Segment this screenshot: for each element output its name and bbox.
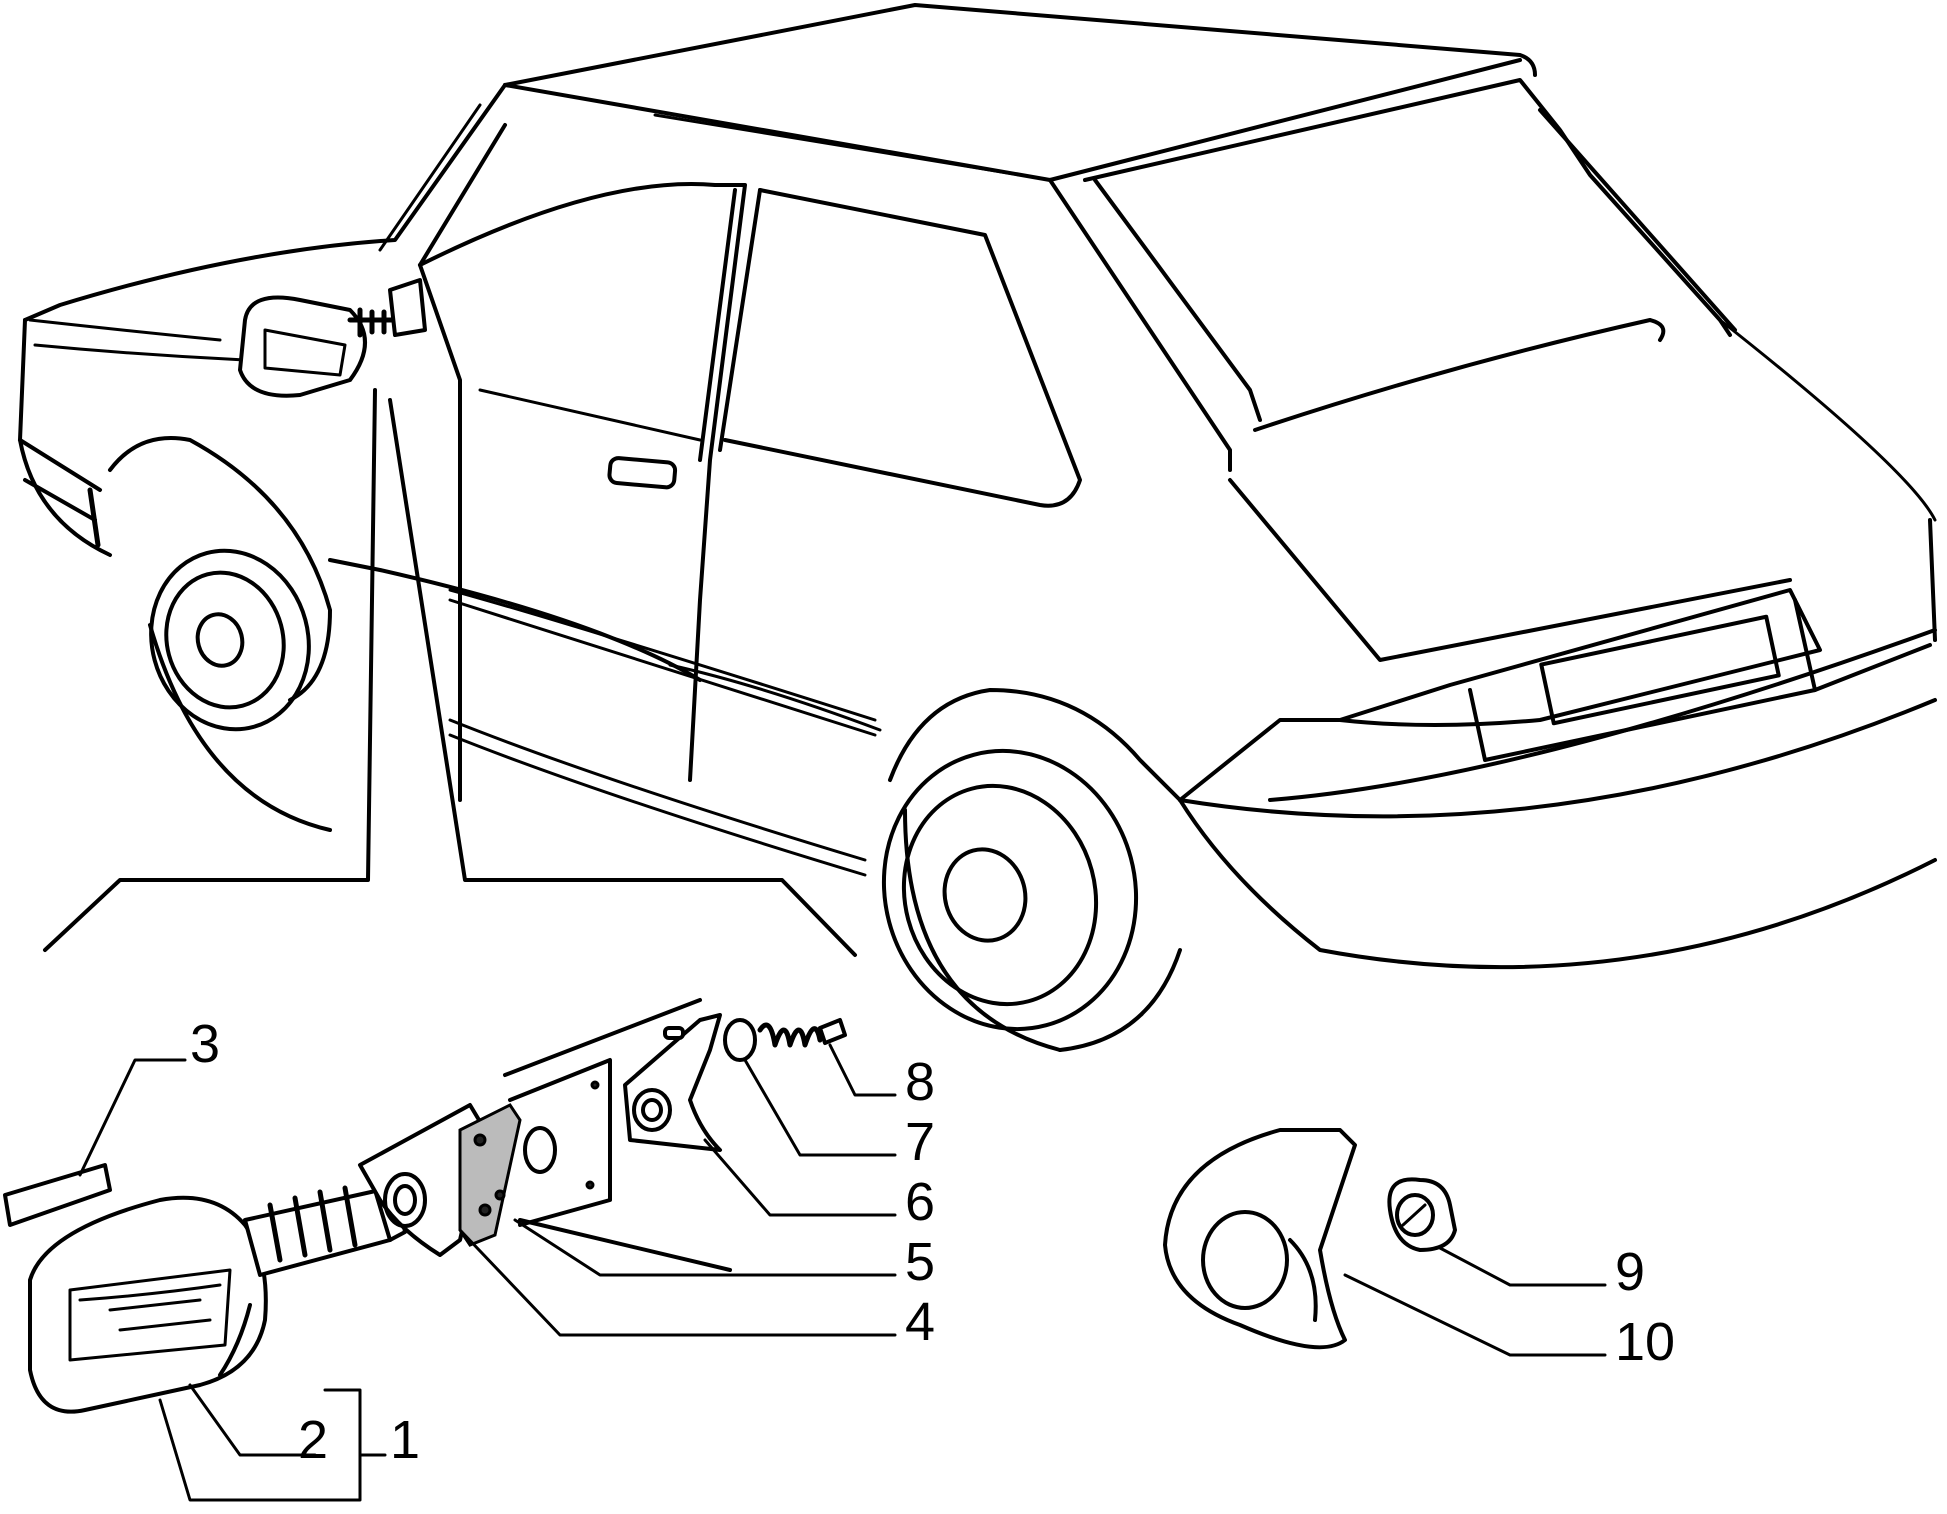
callout-1: 1 [390,1410,420,1470]
part-5-gasket [458,1103,522,1247]
part-8-screw [818,1018,847,1045]
callout-labels: 3 2 1 4 5 6 7 8 9 10 [190,1014,1675,1470]
callout-7: 7 [905,1112,935,1172]
callout-10: 10 [1615,1312,1675,1372]
part-9-cap [1387,1177,1457,1252]
leader-lines [78,1043,1607,1502]
detail-frame [43,388,857,957]
interior-trim-parts [1163,1128,1457,1350]
part-7-spring [757,1022,823,1048]
part-10-trim-cover [1163,1128,1357,1350]
part-6-inner-plate [623,1013,722,1152]
callout-2: 2 [298,1410,328,1470]
callout-8: 8 [905,1052,935,1112]
callout-3: 3 [190,1014,220,1074]
mirror-assembly-exploded [3,998,847,1414]
part-3-mirror-glass [3,1163,112,1227]
callout-5: 5 [905,1232,935,1292]
part-7-washer [723,1018,757,1062]
car-illustration [18,3,1937,1052]
callout-4: 4 [905,1292,935,1352]
callout-6: 6 [905,1172,935,1232]
callout-9: 9 [1615,1242,1645,1302]
